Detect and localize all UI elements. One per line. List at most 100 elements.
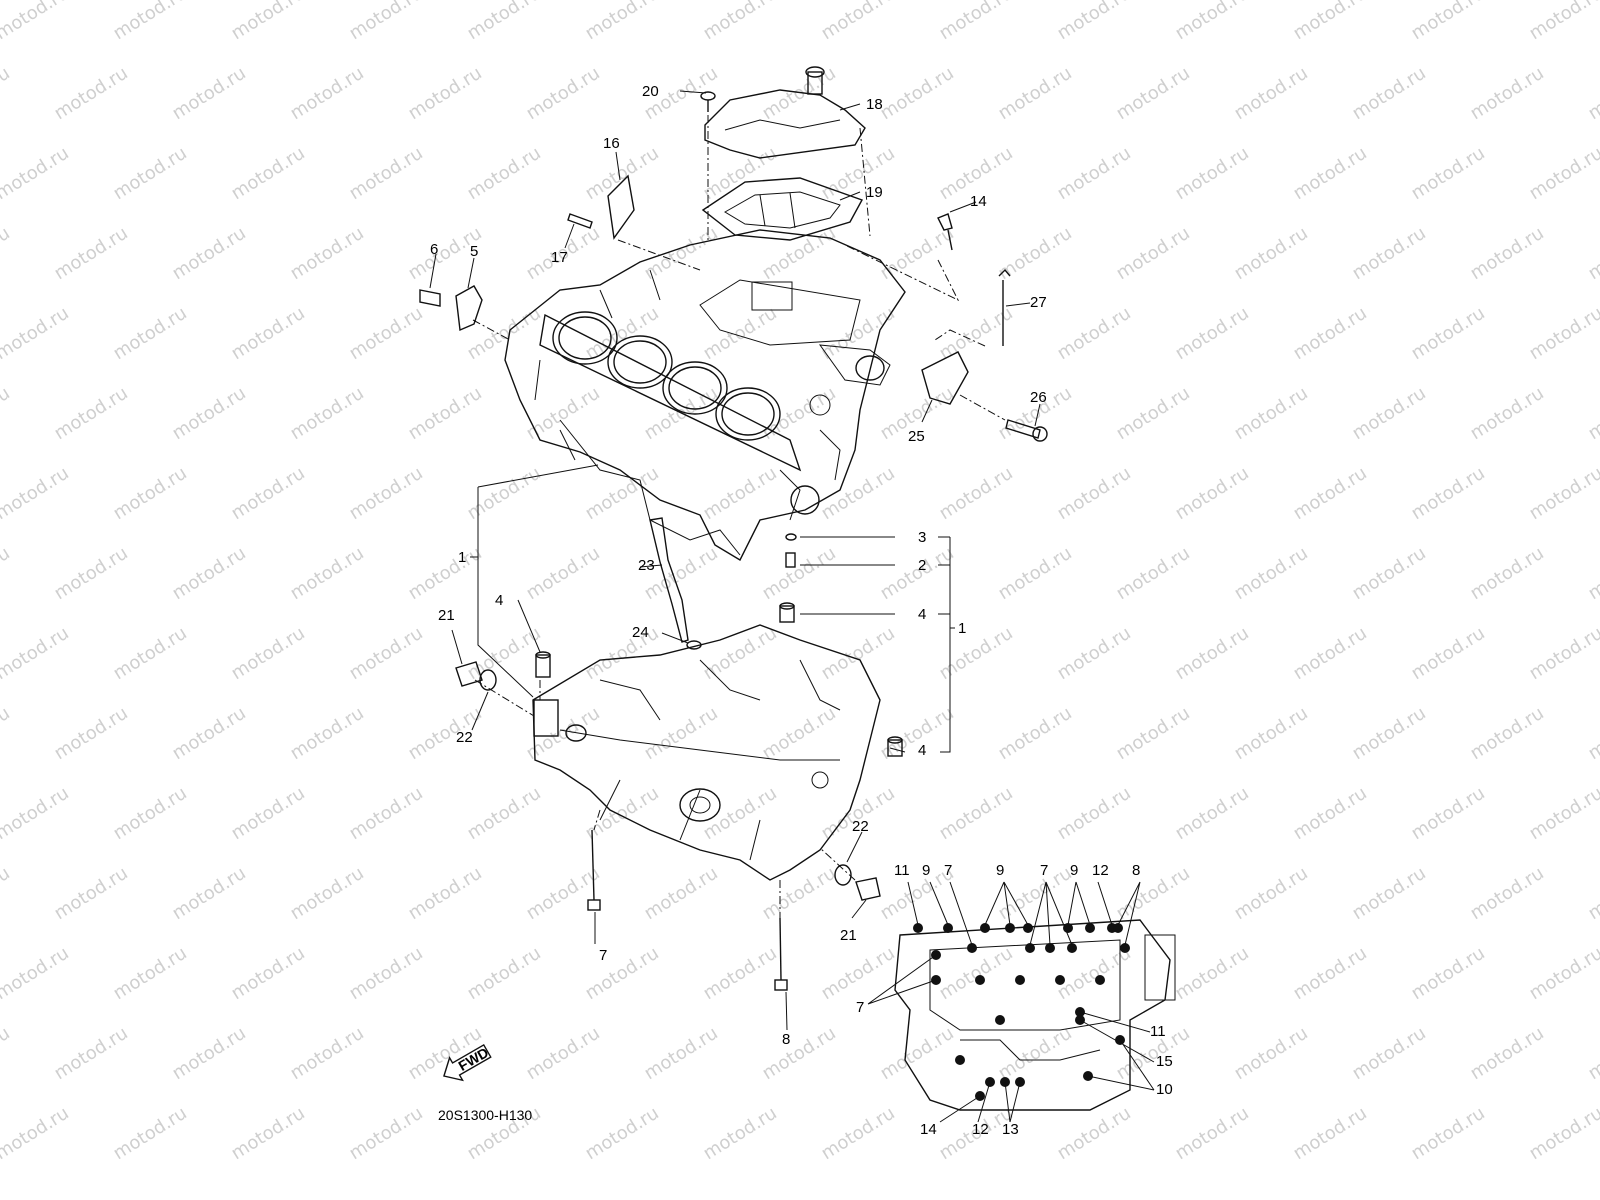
watermark-text: motod.ru [700, 1103, 781, 1165]
callout-7: 7 [599, 947, 607, 964]
watermark-text: motod.ru [287, 63, 368, 125]
watermark-text: motod.ru [641, 703, 722, 765]
watermark-text: motod.ru [582, 143, 663, 205]
watermark-text: motod.ru [1526, 303, 1600, 365]
watermark-text: motod.ru [464, 463, 545, 525]
watermark-text: motod.ru [169, 63, 250, 125]
watermark-text: motod.ru [995, 63, 1076, 125]
watermark-text: motod.ru [700, 303, 781, 365]
watermark-text: motod.ru [1290, 1103, 1371, 1165]
watermark-text: motod.ru [110, 463, 191, 525]
inset-bolt-head [1023, 923, 1033, 933]
watermark-text: motod.ru [464, 0, 545, 44]
callout-3: 3 [918, 529, 926, 546]
watermark-text: motod.ru [1113, 383, 1194, 445]
watermark-text: motod.ru [110, 0, 191, 44]
callout-25: 25 [908, 428, 925, 445]
watermark-text: motod.ru [936, 623, 1017, 685]
watermark-text: motod.ru [700, 143, 781, 205]
watermark-text: motod.ru [582, 783, 663, 845]
watermark-text: motod.ru [1408, 943, 1489, 1005]
watermark-text: motod.ru [1467, 703, 1548, 765]
watermark-text: motod.ru [582, 1103, 663, 1165]
watermark-text: motod.ru [287, 543, 368, 605]
watermark-text: motod.ru [995, 543, 1076, 605]
inset-bottom-14: 14 [920, 1121, 937, 1138]
watermark-text: motod.ru [582, 0, 663, 44]
watermark-text: motod.ru [1054, 143, 1135, 205]
part-19-gasket [701, 177, 864, 241]
watermark-text: motod.ru [1290, 303, 1371, 365]
watermark-text: motod.ru [700, 943, 781, 1005]
watermark-text: motod.ru [1585, 63, 1600, 125]
watermark-text: motod.ru [228, 0, 309, 44]
watermark-text: motod.ru [51, 223, 132, 285]
watermark-text: motod.ru [995, 703, 1076, 765]
watermark-text: motod.ru [405, 63, 486, 125]
callout-labels: 20 18 16 19 14 17 6 5 27 26 25 3 2 1 23 … [430, 83, 1047, 1048]
inset-top-9c: 9 [1070, 862, 1078, 879]
watermark-text: motod.ru [1113, 223, 1194, 285]
callout-16: 16 [603, 135, 620, 152]
watermark-text: motod.ru [1408, 783, 1489, 845]
callout-4-right-bottom: 4 [918, 742, 926, 759]
callout-27: 27 [1030, 294, 1047, 311]
inset-bolt-head [955, 1055, 965, 1065]
inset-bolt-head [1095, 975, 1105, 985]
callout-6: 6 [430, 241, 438, 258]
watermark-text: motod.ru [228, 143, 309, 205]
watermark-text: motod.ru [1290, 943, 1371, 1005]
watermark-text: motod.ru [1172, 623, 1253, 685]
watermark-text: motod.ru [1113, 543, 1194, 605]
watermark-text: motod.ru [1585, 703, 1600, 765]
watermark-text: motod.ru [523, 863, 604, 925]
callout-1-left: 1 [458, 549, 466, 566]
watermark-text: motod.ru [1231, 223, 1312, 285]
lower-crankcase [455, 624, 903, 991]
watermark-text: motod.ru [1172, 943, 1253, 1005]
inset-left-7: 7 [856, 999, 864, 1016]
callout-22-right: 22 [852, 818, 869, 835]
callout-4-left: 4 [495, 592, 503, 609]
watermark-text: motod.ru [1231, 863, 1312, 925]
watermark-text: motod.ru [464, 143, 545, 205]
small-parts-upper [419, 91, 1048, 650]
callout-24: 24 [632, 624, 649, 641]
inset-bolt-head [1015, 975, 1025, 985]
watermark-text: motod.ru [0, 623, 73, 685]
watermark-text: motod.ru [1349, 63, 1430, 125]
watermark-text: motod.ru [936, 463, 1017, 525]
watermark-text: motod.ru [1467, 223, 1548, 285]
watermark-text: motod.ru [0, 543, 14, 605]
watermark-text: motod.ru [464, 783, 545, 845]
watermark-text: motod.ru [1231, 1023, 1312, 1085]
inset-bottom-13: 13 [1002, 1121, 1019, 1138]
watermark-text: motod.ru [1585, 863, 1600, 925]
inset-bolt-head [1085, 923, 1095, 933]
watermark-text: motod.ru [1054, 1103, 1135, 1165]
watermark-text: motod.ru [877, 63, 958, 125]
watermark-text: motod.ru [1113, 703, 1194, 765]
watermark-text: motod.ru [0, 1023, 14, 1085]
watermark-text: motod.ru [464, 623, 545, 685]
watermark-text: motod.ru [346, 1103, 427, 1165]
watermark-text: motod.ru [287, 383, 368, 445]
watermark-text: motod.ru [169, 543, 250, 605]
watermark-text: motod.ru [346, 943, 427, 1005]
inset-bolt-head [913, 923, 923, 933]
watermark-text: motod.ru [995, 223, 1076, 285]
watermark-text: motod.ru [0, 783, 73, 845]
inset-bolt-head [1067, 943, 1077, 953]
watermark-text: motod.ru [1526, 943, 1600, 1005]
watermark-text: motod.ru [1526, 783, 1600, 845]
watermark-text: motod.ru [1349, 1023, 1430, 1085]
watermark-text: motod.ru [0, 863, 14, 925]
watermark-text: motod.ru [0, 63, 14, 125]
inset-top-8: 8 [1132, 862, 1140, 879]
watermark-text: motod.ru [169, 383, 250, 445]
inset-bolt-head [943, 923, 953, 933]
watermark-text: motod.ru [1172, 463, 1253, 525]
watermark-text: motod.ru [346, 143, 427, 205]
watermark-text: motod.ru [641, 223, 722, 285]
watermark-text: motod.ru [1290, 0, 1371, 44]
